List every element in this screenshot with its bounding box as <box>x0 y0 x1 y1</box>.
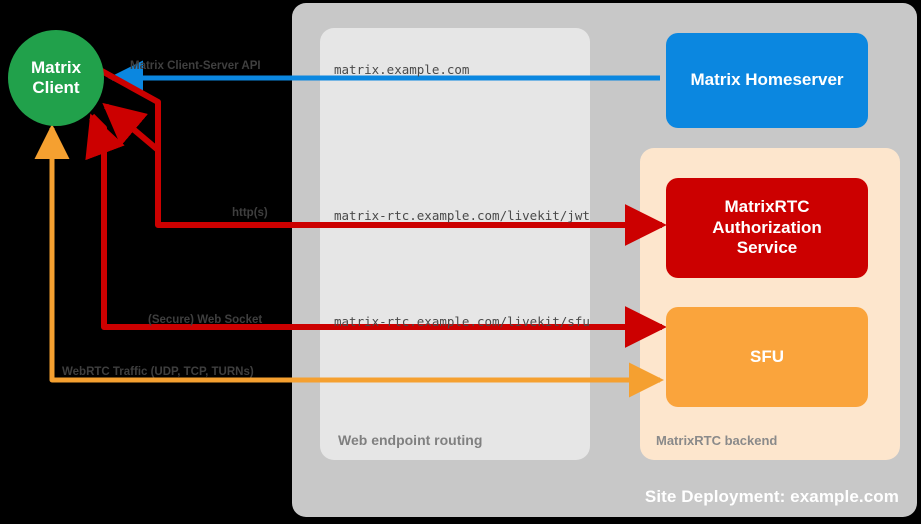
node-matrix-homeserver[interactable]: Matrix Homeserver <box>666 33 868 128</box>
matrix-client-label-line2: Client <box>32 78 80 97</box>
matrixrtc-backend-label: MatrixRTC backend <box>656 433 778 448</box>
endpoint-label-livekit-jwt: matrix-rtc.example.com/livekit/jwt <box>334 208 590 223</box>
auth-service-label-line2: Authorization <box>712 217 822 237</box>
auth-service-label-line3: Service <box>736 238 798 258</box>
node-matrix-client[interactable]: Matrix Client <box>8 30 104 126</box>
sfu-label: SFU <box>750 346 784 366</box>
endpoint-label-matrix-example-com: matrix.example.com <box>334 62 470 77</box>
endpoint-label-livekit-sfu: matrix-rtc.example.com/livekit/sfu <box>334 314 590 329</box>
web-endpoint-routing-label: Web endpoint routing <box>338 432 483 448</box>
site-deployment-label: Site Deployment: example.com <box>644 487 899 506</box>
matrix-client-label-line1: Matrix <box>30 58 82 78</box>
web-endpoint-routing-container: Web endpoint routing <box>320 28 590 460</box>
node-sfu[interactable]: SFU <box>666 307 868 407</box>
auth-service-label-line1: MatrixRTC <box>724 196 810 216</box>
edge-label-secure-web-socket: (Secure) Web Socket <box>148 314 263 326</box>
edge-label-https: http(s) <box>232 207 268 219</box>
matrix-homeserver-label: Matrix Homeserver <box>690 70 844 90</box>
edge-label-webrtc-traffic: WebRTC Traffic (UDP, TCP, TURNs) <box>62 366 254 378</box>
node-matrixrtc-authorization-service[interactable]: MatrixRTC Authorization Service <box>666 178 868 278</box>
edge-label-matrix-client-server-api: Matrix Client-Server API <box>130 60 261 72</box>
